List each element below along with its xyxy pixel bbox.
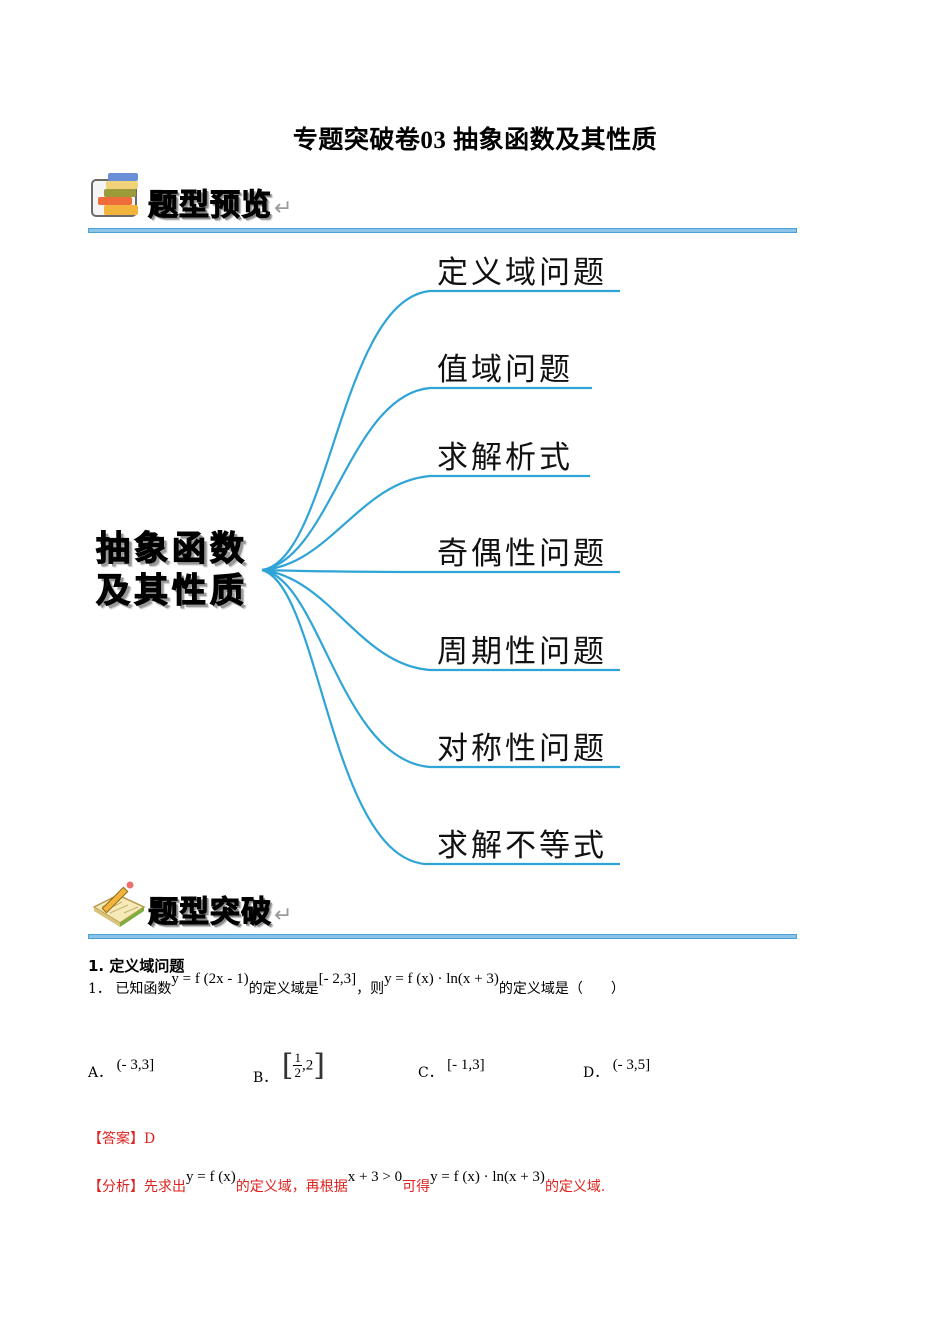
- question-number: 1．: [88, 981, 111, 997]
- math-inequality: x + 3 > 0: [347, 1169, 403, 1185]
- mindmap-branch-inequality: 求解不等式: [437, 828, 607, 864]
- answer-label: 【答案】: [88, 1131, 144, 1147]
- section-header-breakthrough: 题型突破↵: [88, 877, 388, 933]
- document-title: 专题突破卷03 抽象函数及其性质: [292, 127, 658, 154]
- section-divider-bar: [88, 934, 797, 939]
- analysis-line: 【分析】先求出y = f (x)的定义域，再根据x + 3 > 0可得y = f…: [88, 1169, 606, 1196]
- section-header-preview: 题型预览↵: [88, 170, 388, 226]
- option-letter: A．: [88, 1065, 113, 1081]
- bracket-right: ]: [313, 1048, 325, 1083]
- books-stack-icon: [91, 173, 138, 217]
- option-d: D． (- 3,5]: [583, 1057, 650, 1082]
- option-c: C． [- 1,3]: [418, 1057, 485, 1082]
- math-expression: y = f (2x - 1): [171, 971, 249, 987]
- mindmap-branch-symmetry: 对称性问题: [437, 731, 607, 767]
- option-value: ,2: [301, 1057, 314, 1074]
- mindmap-root-line2: 及其性质: [95, 570, 248, 611]
- branch-line-4: [261, 568, 620, 574]
- option-value: (- 3,5]: [612, 1057, 651, 1073]
- analysis-text: 的定义域.: [544, 1179, 606, 1195]
- fraction-denominator: 2: [294, 1065, 301, 1080]
- section-title-breakthrough: 题型突破: [148, 895, 272, 931]
- open-book-pencil-icon: [92, 881, 146, 927]
- return-mark-icon: ↵: [274, 903, 294, 928]
- analysis-label: 【分析】: [88, 1179, 144, 1195]
- mindmap-branches: [261, 289, 620, 866]
- return-mark-icon: ↵: [274, 196, 294, 221]
- branch-line-3: [261, 474, 590, 572]
- math-expression: y = f (x) · ln(x + 3): [384, 971, 499, 987]
- analysis-text: 的定义域，再根据: [235, 1179, 348, 1195]
- mindmap-root-line1: 抽象函数: [95, 528, 248, 569]
- section-divider-bar: [88, 228, 797, 233]
- option-value: (- 3,3]: [116, 1057, 155, 1073]
- fraction-numerator: 1: [293, 1050, 302, 1066]
- question-text: 的定义域是: [248, 981, 319, 997]
- mindmap-branch-periodicity: 周期性问题: [437, 634, 607, 670]
- answer-value: D: [144, 1131, 156, 1147]
- option-letter: D．: [583, 1065, 609, 1081]
- section-title-preview: 题型预览: [148, 188, 272, 224]
- mindmap-branch-parity: 奇偶性问题: [437, 536, 607, 572]
- analysis-text: 先求出: [144, 1179, 186, 1195]
- answer-line: 【答案】D: [88, 1128, 155, 1148]
- math-expression: y = f (x): [186, 1169, 236, 1185]
- analysis-text: 可得: [402, 1179, 431, 1195]
- branch-line-1: [261, 289, 620, 572]
- question-text: 已知函数: [115, 981, 172, 997]
- option-a: A． (- 3,3]: [88, 1057, 154, 1082]
- branch-line-2: [261, 386, 592, 572]
- mindmap-branch-range: 值域问题: [437, 352, 573, 388]
- branch-line-5: [261, 568, 620, 672]
- option-letter: B．: [253, 1069, 278, 1086]
- option-value: [- 1,3]: [447, 1057, 485, 1073]
- bracket-left: [: [281, 1048, 294, 1083]
- option-letter: C．: [418, 1065, 443, 1081]
- math-expression: y = f (x) · ln(x + 3): [430, 1169, 545, 1185]
- question-section-title: 1. 定义域问题: [88, 957, 185, 975]
- branch-line-6: [261, 568, 620, 769]
- math-interval: [- 2,3]: [318, 971, 357, 987]
- question-1: 1． 已知函数y = f (2x - 1)的定义域是[- 2,3]，则y = f…: [88, 971, 625, 998]
- branch-line-7: [261, 568, 620, 866]
- mindmap-branch-domain: 定义域问题: [437, 255, 607, 291]
- question-text: ，则: [356, 981, 385, 997]
- question-text: 的定义域是（ ）: [498, 981, 625, 997]
- mindmap-branch-expression: 求解析式: [437, 440, 573, 476]
- mindmap-root: 抽象函数 及其性质: [95, 528, 248, 612]
